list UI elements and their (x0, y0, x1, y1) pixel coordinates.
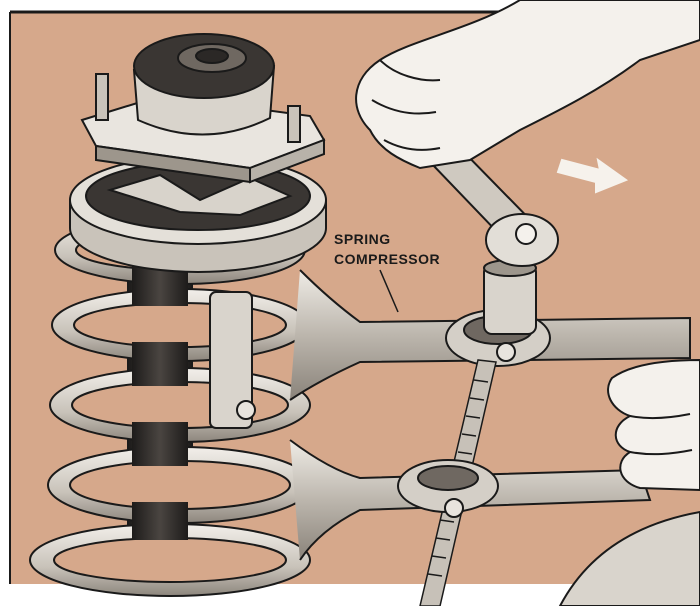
hand-right (608, 360, 700, 490)
label-spring: SPRING (334, 231, 391, 247)
pivot-bolt-lower (445, 499, 463, 517)
pivot-bolt-upper (497, 343, 515, 361)
mount-stud-right (288, 106, 300, 142)
label-compressor: COMPRESSOR (334, 251, 440, 267)
mount-stud-left (96, 74, 108, 120)
